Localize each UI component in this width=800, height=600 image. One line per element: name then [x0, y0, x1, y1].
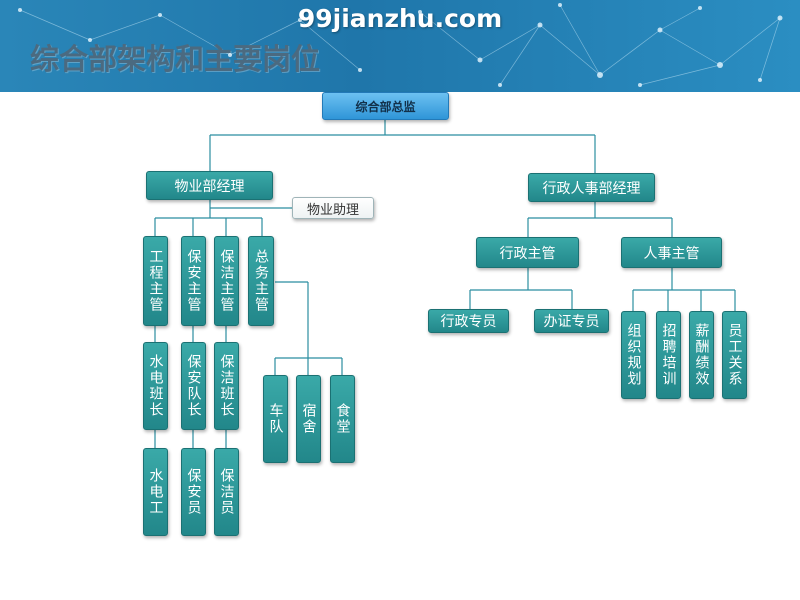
cleaning-lead-label: 保洁班长 [218, 354, 235, 418]
employee-relations: 员工关系 [722, 311, 747, 399]
cleaning-supervisor: 保洁主管 [214, 236, 239, 326]
property-assistant: 物业助理 [292, 197, 374, 219]
page-title: 综合部架构和主要岗位 [30, 42, 321, 76]
recruit-training: 招聘培训 [656, 311, 681, 399]
root-director-label: 综合部总监 [355, 99, 416, 114]
admin-staff: 行政专员 [428, 309, 509, 333]
water-elec-lead-label: 水电班长 [147, 354, 164, 418]
admin-supervisor: 行政主管 [476, 237, 579, 268]
water-elec-worker: 水电工 [143, 448, 168, 536]
hr-supervisor-label: 人事主管 [643, 245, 700, 262]
cleaner: 保洁员 [214, 448, 239, 536]
canteen-label: 食堂 [334, 403, 351, 435]
header-banner: 99jianzhu.com 综合部架构和主要岗位 [0, 0, 800, 92]
org-planning-label: 组织规划 [625, 323, 642, 387]
water-elec-worker-label: 水电工 [147, 468, 164, 516]
cleaner-label: 保洁员 [218, 468, 235, 516]
site-watermark: 99jianzhu.com [297, 4, 503, 33]
admin-hr-manager: 行政人事部经理 [528, 173, 655, 202]
dormitory: 宿舍 [296, 375, 321, 463]
admin-staff-label: 行政专员 [440, 314, 497, 330]
property-manager: 物业部经理 [146, 171, 273, 200]
admin-supervisor-label: 行政主管 [499, 245, 556, 262]
employee-relations-label: 员工关系 [726, 323, 743, 387]
dormitory-label: 宿舍 [300, 403, 317, 435]
fleet: 车队 [263, 375, 288, 463]
property-manager-label: 物业部经理 [174, 178, 245, 195]
fleet-label: 车队 [267, 403, 284, 435]
comp-performance-label: 薪酬绩效 [693, 323, 710, 387]
security-guard: 保安员 [181, 448, 206, 536]
hr-supervisor: 人事主管 [621, 237, 722, 268]
property-assistant-label: 物业助理 [306, 202, 359, 218]
cleaning-supervisor-label: 保洁主管 [218, 249, 235, 313]
security-lead: 保安队长 [181, 342, 206, 430]
security-guard-label: 保安员 [185, 468, 202, 516]
root-director: 综合部总监 [322, 92, 449, 120]
license-staff: 办证专员 [534, 309, 609, 333]
comp-performance: 薪酬绩效 [689, 311, 714, 399]
recruit-training-label: 招聘培训 [660, 323, 677, 387]
engineering-supervisor-label: 工程主管 [147, 249, 164, 313]
general-affairs-supervisor: 总务主管 [248, 236, 274, 326]
water-elec-lead: 水电班长 [143, 342, 168, 430]
cleaning-lead: 保洁班长 [214, 342, 239, 430]
general-affairs-supervisor-label: 总务主管 [253, 249, 269, 313]
engineering-supervisor: 工程主管 [143, 236, 168, 326]
security-supervisor: 保安主管 [181, 236, 206, 326]
canteen: 食堂 [330, 375, 355, 463]
org-planning: 组织规划 [621, 311, 646, 399]
admin-hr-manager-label: 行政人事部经理 [542, 180, 641, 197]
network-decoration [18, 3, 783, 87]
security-supervisor-label: 保安主管 [185, 249, 202, 313]
license-staff-label: 办证专员 [543, 314, 600, 330]
security-lead-label: 保安队长 [185, 354, 202, 418]
